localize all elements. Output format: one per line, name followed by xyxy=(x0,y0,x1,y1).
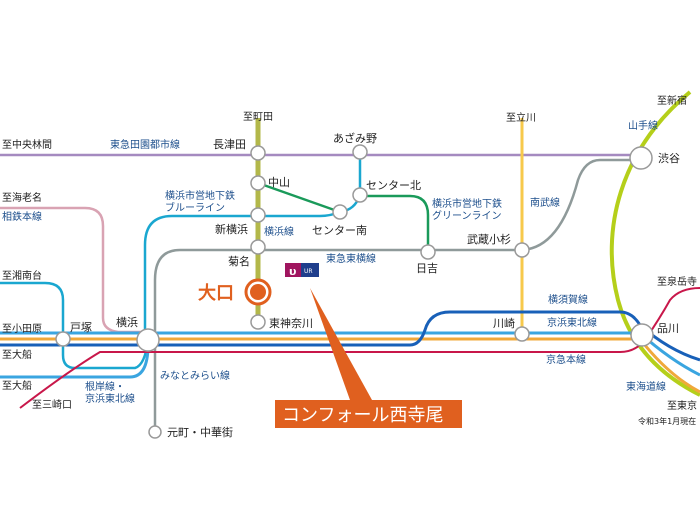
station-motomachi[interactable] xyxy=(148,425,162,439)
dir-ebina: 至海老名 xyxy=(2,191,42,204)
label-nagatsuta: 長津田 xyxy=(213,138,246,151)
label-shibuya: 渋谷 xyxy=(658,152,680,165)
dir-ofuna2: 至大船 xyxy=(2,379,32,392)
dir-shonandai: 至湘南台 xyxy=(2,269,42,282)
station-nakayama[interactable] xyxy=(250,175,266,191)
label-hiyoshi: 日吉 xyxy=(416,262,438,275)
station-kawasaki[interactable] xyxy=(514,326,530,342)
label-yokohama: 横浜 xyxy=(116,315,138,329)
label-keihin: 京浜東北線 xyxy=(547,316,597,329)
dir-machida: 至町田 xyxy=(243,111,273,123)
label-azamino: あざみ野 xyxy=(333,131,377,145)
station-musashikosugi[interactable] xyxy=(514,242,530,258)
label-nambu: 南武線 xyxy=(530,196,560,209)
station-shinagawa[interactable] xyxy=(630,323,654,347)
svg-text:UR: UR xyxy=(304,268,313,275)
station-higashikanagawa[interactable] xyxy=(250,314,266,330)
label-musashikosugi: 武蔵小杉 xyxy=(467,232,511,246)
dir-misakiguchi: 至三崎口 xyxy=(32,398,72,411)
dir-ofuna1: 至大船 xyxy=(2,348,32,361)
label-negishi-2: 京浜東北線 xyxy=(85,392,135,405)
property-label-box xyxy=(275,400,462,428)
label-tokaido: 東海道線 xyxy=(626,380,666,393)
station-totsuka[interactable] xyxy=(55,331,71,347)
label-negishi-1: 根岸線・ xyxy=(85,380,125,393)
dir-chuorinkan: 至中央林間 xyxy=(2,138,52,151)
station-yokohama[interactable] xyxy=(136,328,160,352)
date-note: 令和3年1月現在 xyxy=(638,416,696,426)
label-greenline-1: 横浜市営地下鉄 xyxy=(432,197,502,210)
label-centerminami: センター南 xyxy=(312,224,367,237)
callout-pointer xyxy=(310,288,372,400)
label-yokosuka: 横須賀線 xyxy=(548,293,588,306)
label-blueline-2: ブルーライン xyxy=(165,201,225,214)
station-nagatsuta[interactable] xyxy=(250,145,266,161)
dir-odawara: 至小田原 xyxy=(2,323,42,335)
station-shibuya[interactable] xyxy=(629,146,653,170)
yamanote-line xyxy=(609,90,700,397)
dir-tokyo: 至東京 xyxy=(667,399,697,412)
label-keikyu: 京急本線 xyxy=(546,353,586,366)
station-shinyokohama[interactable] xyxy=(250,207,266,223)
dir-sengakuji: 至泉岳寺 xyxy=(657,275,697,288)
svg-text:υ: υ xyxy=(289,265,296,278)
station-hiyoshi[interactable] xyxy=(420,244,436,260)
label-yamanote: 山手線 xyxy=(628,119,658,132)
yokosuka-line xyxy=(0,310,700,362)
dir-shinjuku: 至新宿 xyxy=(657,94,687,107)
label-blueline-1: 横浜市営地下鉄 xyxy=(165,189,235,202)
station-centerkita[interactable] xyxy=(352,187,368,203)
station-oguchi-dot xyxy=(250,284,266,300)
label-yokohama: 横浜線 xyxy=(264,225,294,238)
dir-tachikawa: 至立川 xyxy=(506,111,536,124)
label-toyoko: 東急東横線 xyxy=(326,252,376,265)
label-shinagawa: 品川 xyxy=(657,322,679,335)
station-azamino[interactable] xyxy=(352,144,368,160)
label-shinyokohama: 新横浜 xyxy=(215,222,248,236)
label-greenline-2: グリーンライン xyxy=(432,209,502,222)
label-oguchi: 大口 xyxy=(198,282,234,304)
sotetsu-line xyxy=(0,206,148,334)
label-higashikanagawa: 東神奈川 xyxy=(269,316,313,330)
toyoko-line xyxy=(153,158,640,432)
station-kikuna[interactable] xyxy=(250,239,266,255)
label-totsuka: 戸塚 xyxy=(70,321,92,334)
label-minatomirai: みなとみらい線 xyxy=(160,369,230,382)
label-nakayama: 中山 xyxy=(268,176,290,189)
label-sotetsu: 相鉄本線 xyxy=(2,210,42,223)
label-centerkita: センター北 xyxy=(366,179,421,192)
blueline-line xyxy=(0,152,362,370)
label-kikuna: 菊名 xyxy=(228,254,250,268)
ur-logo: υ UR xyxy=(285,263,319,278)
label-kawasaki: 川崎 xyxy=(493,316,515,330)
label-motomachi: 元町・中華街 xyxy=(167,425,233,439)
greenline-line xyxy=(257,181,430,250)
station-centerminami[interactable] xyxy=(332,204,348,220)
property-name: コンフォール西寺尾 xyxy=(282,405,443,426)
label-denentoshi: 東急田園都市線 xyxy=(110,138,180,151)
